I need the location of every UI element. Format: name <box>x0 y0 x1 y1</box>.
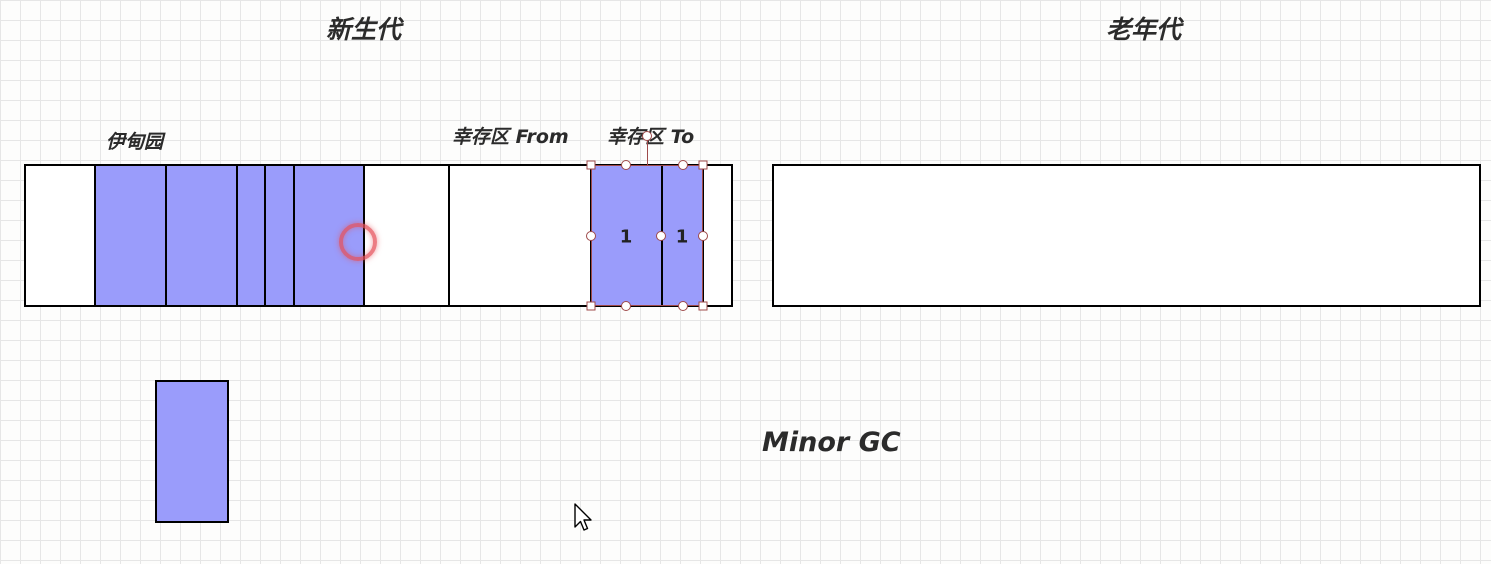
eden-label: 伊甸园 <box>106 131 164 153</box>
object-age: 1 <box>675 226 689 248</box>
resize-handle[interactable] <box>698 231 708 241</box>
resize-handle[interactable] <box>621 301 631 311</box>
minor-gc-label: Minor GC <box>762 427 901 458</box>
old-generation-title: 老年代 <box>1106 15 1182 44</box>
resize-handle[interactable] <box>678 160 688 170</box>
eden-object[interactable] <box>264 166 295 305</box>
old-generation-box[interactable] <box>772 164 1481 307</box>
resize-handle[interactable] <box>656 231 666 241</box>
selection-outline <box>591 165 703 306</box>
resize-handle[interactable] <box>586 231 596 241</box>
eden-object[interactable] <box>236 166 266 305</box>
new-object[interactable] <box>155 380 229 523</box>
resize-handle[interactable] <box>586 301 596 311</box>
resize-handle[interactable] <box>586 160 596 170</box>
young-generation-title: 新生代 <box>326 15 402 44</box>
resize-handle[interactable] <box>621 160 631 170</box>
resize-handle[interactable] <box>698 301 708 311</box>
eden-object[interactable] <box>94 166 167 305</box>
resize-handle[interactable] <box>698 160 708 170</box>
rotation-stem <box>647 137 648 165</box>
survivor-object[interactable] <box>661 166 704 305</box>
eden-object[interactable] <box>165 166 238 305</box>
rotation-handle[interactable] <box>642 131 652 141</box>
mouse-cursor-icon <box>574 503 592 531</box>
click-indicator-icon <box>339 223 377 261</box>
resize-handle[interactable] <box>678 301 688 311</box>
eden-from-divider <box>448 166 450 305</box>
object-age: 1 <box>619 226 633 248</box>
survivor-from-label: 幸存区 From <box>452 126 569 148</box>
